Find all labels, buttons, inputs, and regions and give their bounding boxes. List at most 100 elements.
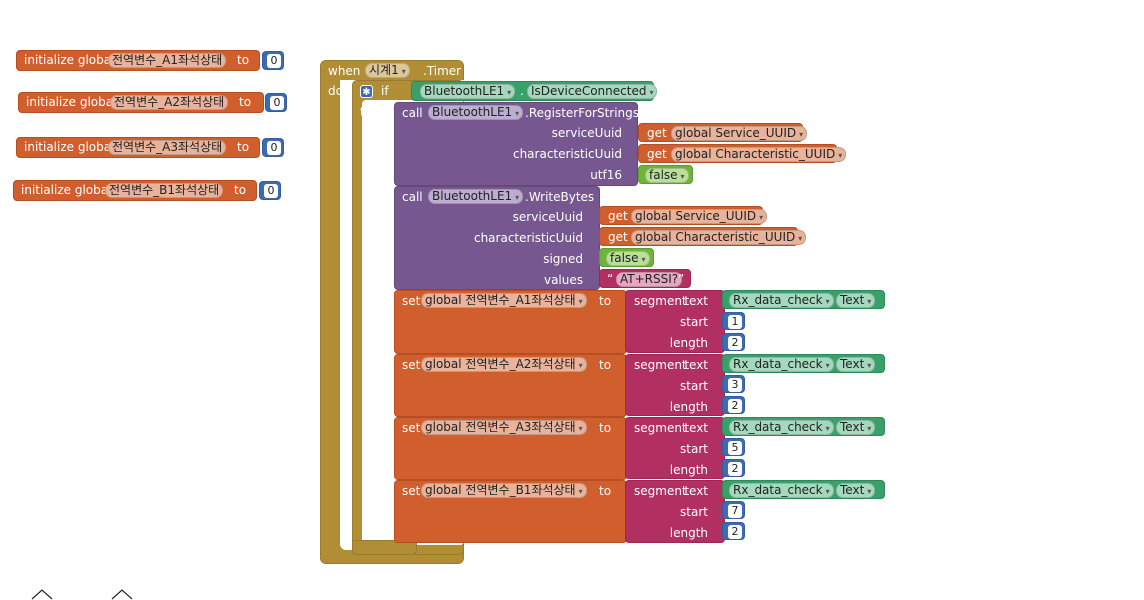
number-block[interactable]: 2 <box>722 396 745 414</box>
number-value[interactable]: 0 <box>267 141 281 155</box>
component-dropdown[interactable]: Rx_data_check▾ <box>729 357 834 372</box>
component-dropdown[interactable]: BluetoothLE1▾ <box>420 84 516 99</box>
variable-dropdown[interactable]: global 전역변수_A1좌석상태▾ <box>421 293 587 308</box>
number-block[interactable]: 0 <box>259 181 281 200</box>
get-variable-block[interactable]: get global Service_UUID▾ <box>638 123 808 142</box>
variable-dropdown[interactable]: global Service_UUID▾ <box>631 209 768 224</box>
init-global-block-a1[interactable]: initialize global 전역변수_A1좌석상태 to <box>16 50 260 71</box>
variable-dropdown[interactable]: global 전역변수_B1좌석상태▾ <box>421 483 587 498</box>
get-variable-block[interactable]: get global Service_UUID▾ <box>599 206 768 225</box>
segment-text-block[interactable]: segment text start length <box>625 290 725 353</box>
method-name: .RegisterForStrings <box>525 106 640 120</box>
if-label: if <box>381 84 389 98</box>
chevron-up-icon[interactable] <box>110 588 134 600</box>
rx-data-text-getter[interactable]: Rx_data_check▾ Text▾ <box>722 417 885 436</box>
component-dropdown[interactable]: 시계1▾ <box>365 63 410 78</box>
set-label: set <box>402 294 421 308</box>
number-value[interactable]: 2 <box>728 399 742 413</box>
rx-data-text-getter[interactable]: Rx_data_check▾ Text▾ <box>722 290 885 309</box>
variable-dropdown[interactable]: global Characteristic_UUID▾ <box>631 230 807 245</box>
init-global-block-a3[interactable]: initialize global 전역변수_A3좌석상태 to <box>16 137 260 158</box>
boolean-dropdown[interactable]: false▾ <box>606 251 650 266</box>
boolean-dropdown[interactable]: false▾ <box>645 168 689 183</box>
component-dropdown[interactable]: Rx_data_check▾ <box>729 483 834 498</box>
property-dropdown[interactable]: Text▾ <box>836 483 876 498</box>
number-value[interactable]: 2 <box>728 336 742 350</box>
number-block[interactable]: 0 <box>265 93 287 112</box>
call-label: call <box>402 190 423 204</box>
set-variable-block[interactable]: set global 전역변수_B1좌석상태▾ to <box>394 480 627 543</box>
bluetooth-isconnected-getter[interactable]: BluetoothLE1▾ . IsDeviceConnected▾ <box>411 81 658 101</box>
number-block[interactable]: 0 <box>262 51 284 70</box>
number-value[interactable]: 0 <box>267 54 281 68</box>
register-for-strings-call[interactable]: call BluetoothLE1▾ .RegisterForStrings s… <box>394 102 640 186</box>
get-variable-block[interactable]: get global Characteristic_UUID▾ <box>599 227 807 246</box>
rx-data-text-getter[interactable]: Rx_data_check▾ Text▾ <box>722 480 885 499</box>
method-name: .WriteBytes <box>525 190 595 204</box>
variable-dropdown[interactable]: global 전역변수_A3좌석상태▾ <box>421 420 587 435</box>
number-block[interactable]: 2 <box>722 522 745 540</box>
number-value[interactable]: 5 <box>728 441 742 455</box>
component-dropdown[interactable]: Rx_data_check▾ <box>729 293 834 308</box>
set-label: set <box>402 484 421 498</box>
init-global-block-b1[interactable]: initialize global 전역변수_B1좌석상태 to <box>13 180 257 201</box>
chevron-down-icon: ▾ <box>867 424 872 433</box>
get-variable-block[interactable]: get global Characteristic_UUID▾ <box>638 144 847 163</box>
number-block[interactable]: 1 <box>722 312 745 330</box>
chevron-down-icon: ▾ <box>578 361 583 370</box>
to-label: to <box>599 484 612 498</box>
component-dropdown[interactable]: Rx_data_check▾ <box>729 420 834 435</box>
component-dropdown[interactable]: BluetoothLE1▾ <box>428 105 524 120</box>
variable-name-field[interactable]: 전역변수_A1좌석상태 <box>108 53 227 68</box>
number-block[interactable]: 5 <box>722 438 745 456</box>
set-variable-block[interactable]: set global 전역변수_A2좌석상태▾ to <box>394 354 627 417</box>
variable-name-field[interactable]: 전역변수_A3좌석상태 <box>108 140 227 155</box>
property-dropdown[interactable]: Text▾ <box>836 293 876 308</box>
write-bytes-call[interactable]: call BluetoothLE1▾ .WriteBytes serviceUu… <box>394 186 600 290</box>
segment-text-block[interactable]: segment text start length <box>625 417 725 479</box>
number-value[interactable]: 2 <box>728 462 742 476</box>
chevron-up-icon[interactable] <box>30 588 54 600</box>
text-value-field[interactable]: AT+RSSI? <box>616 272 683 287</box>
variable-name-field[interactable]: 전역변수_A2좌석상태 <box>110 95 229 110</box>
rx-data-text-getter[interactable]: Rx_data_check▾ Text▾ <box>722 354 885 373</box>
chevron-down-icon: ▾ <box>825 487 830 496</box>
variable-dropdown[interactable]: global 전역변수_A2좌석상태▾ <box>421 357 587 372</box>
variable-dropdown[interactable]: global Service_UUID▾ <box>671 126 808 141</box>
number-block[interactable]: 0 <box>262 138 284 157</box>
number-value[interactable]: 0 <box>264 184 278 198</box>
variable-name-field[interactable]: 전역변수_B1좌석상태 <box>105 183 224 198</box>
text-string-block[interactable]: “ AT+RSSI? ” <box>599 269 691 288</box>
number-block[interactable]: 7 <box>722 501 745 519</box>
number-block[interactable]: 2 <box>722 333 745 351</box>
segment-text-block[interactable]: segment text start length <box>625 480 725 543</box>
chevron-down-icon: ▾ <box>825 297 830 306</box>
gear-icon[interactable]: ✱ <box>360 85 373 98</box>
set-variable-block[interactable]: set global 전역변수_A3좌석상태▾ to <box>394 417 627 480</box>
chevron-down-icon: ▾ <box>680 172 685 181</box>
get-label: get <box>608 230 628 244</box>
chevron-down-icon: ▾ <box>515 109 520 118</box>
length-arg-label: length <box>669 400 708 414</box>
number-block[interactable]: 3 <box>722 375 745 393</box>
get-label: get <box>647 126 667 140</box>
component-dropdown[interactable]: BluetoothLE1▾ <box>428 189 524 204</box>
number-value[interactable]: 2 <box>728 525 742 539</box>
boolean-block[interactable]: false▾ <box>599 248 654 267</box>
property-dropdown[interactable]: IsDeviceConnected▾ <box>527 84 658 99</box>
property-dropdown[interactable]: Text▾ <box>836 420 876 435</box>
number-value[interactable]: 1 <box>728 315 742 329</box>
init-global-block-a2[interactable]: initialize global 전역변수_A2좌석상태 to <box>18 92 264 113</box>
number-value[interactable]: 3 <box>728 378 742 392</box>
segment-text-block[interactable]: segment text start length <box>625 354 725 416</box>
boolean-block[interactable]: false▾ <box>638 165 693 184</box>
event-name: .Timer <box>423 64 462 78</box>
number-value[interactable]: 7 <box>728 504 742 518</box>
init-prefix: initialize global <box>24 140 115 154</box>
variable-dropdown[interactable]: global Characteristic_UUID▾ <box>671 147 847 162</box>
set-variable-block[interactable]: set global 전역변수_A1좌석상태▾ to <box>394 290 627 354</box>
number-value[interactable]: 0 <box>270 96 284 110</box>
property-dropdown[interactable]: Text▾ <box>836 357 876 372</box>
number-block[interactable]: 2 <box>722 459 745 477</box>
set-label: set <box>402 358 421 372</box>
